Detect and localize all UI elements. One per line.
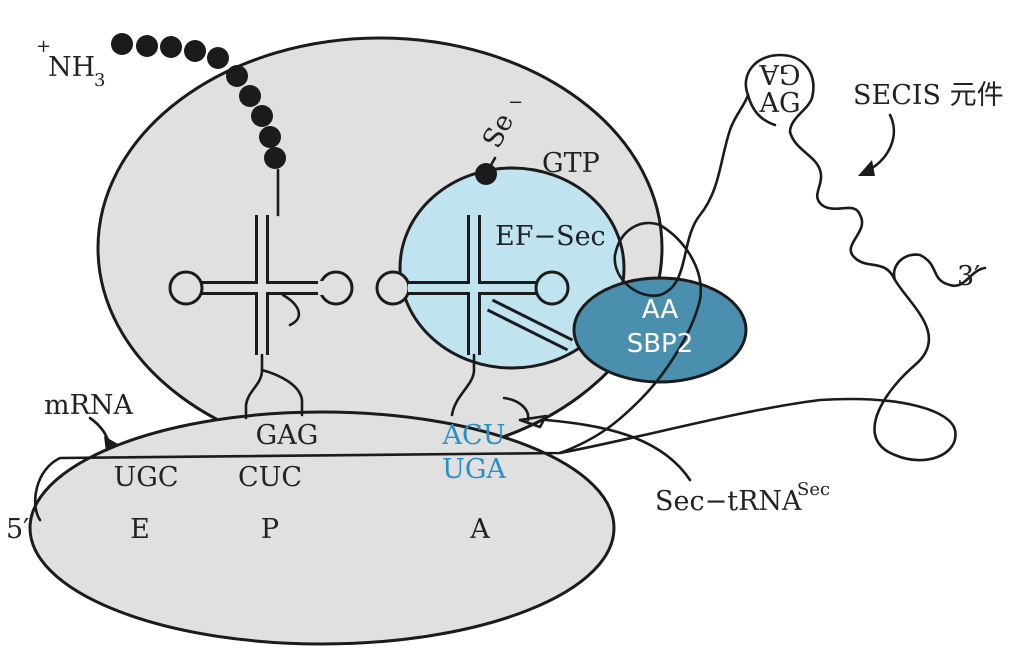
p-site-label: P (261, 514, 279, 545)
mrna-strand (33, 253, 987, 522)
peptide-chain (111, 33, 286, 217)
sec-trna-label: Sec−tRNA (655, 486, 802, 517)
p-site-codon: CUC (238, 462, 302, 493)
sbp2-label-bottom: SBP2 (627, 329, 694, 359)
small-ribosomal-subunit (28, 410, 616, 646)
sec-trna-pointer (544, 418, 692, 482)
nh3-charge: + (36, 36, 51, 57)
sbp2-label-top: AA (642, 295, 679, 325)
a-trna-anticodon-stem (450, 353, 476, 417)
ef-sec-label: EF−Sec (495, 221, 606, 252)
p-site-anticodon: GAG (256, 420, 319, 451)
nh3-subscript: 3 (94, 70, 105, 91)
three-prime-label: 3′ (957, 261, 980, 292)
e-site-codon: UGC (114, 462, 179, 493)
a-site-codon: UGA (442, 454, 506, 485)
secis-stem-loop (558, 53, 897, 455)
sec-trna-superscript: Sec (797, 479, 830, 500)
sbp2-protein (572, 276, 748, 384)
a-site-label: A (469, 514, 490, 545)
a-site-anticodon: ACU (442, 420, 506, 451)
secis-loop-top: GA (759, 58, 801, 89)
mrna-arrowhead (104, 436, 118, 452)
se-charge: − (508, 92, 523, 113)
secis-label: SECIS 元件 (853, 80, 1004, 111)
secis-arrowhead (858, 160, 875, 176)
nh3-label: NH (48, 52, 95, 83)
mrna-label: mRNA (44, 390, 134, 421)
e-site-label: E (130, 514, 150, 545)
a-site-sec-trna (375, 215, 574, 355)
arrow-to-a-site (518, 414, 548, 429)
secis-loop-bottom: AG (758, 88, 800, 119)
ef-sec-factor (398, 166, 626, 370)
p-trna-anticodon-stem-2 (260, 368, 304, 417)
five-prime-label: 5′ (6, 514, 29, 545)
secis-loop-inner (746, 93, 777, 127)
p-site-trna (168, 215, 354, 355)
gtp-label: GTP (542, 148, 600, 179)
